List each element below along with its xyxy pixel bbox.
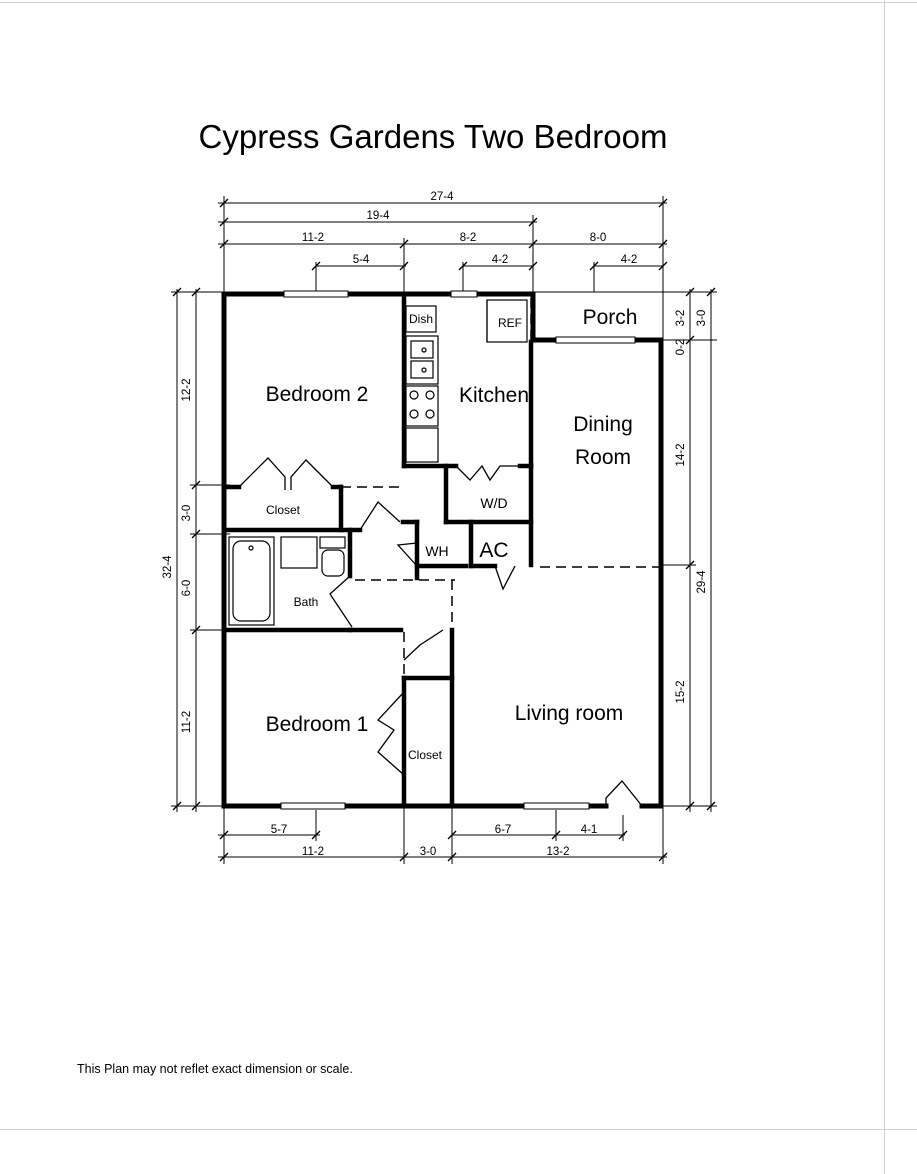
porch-outline bbox=[535, 291, 664, 340]
dim-right-dining: 14-2 bbox=[675, 443, 687, 466]
dim-bottom-closet: 3-0 bbox=[420, 846, 437, 858]
room-label-kitchen: Kitchen bbox=[459, 384, 529, 407]
dim-right-living: 15-2 bbox=[675, 680, 687, 703]
dim-bottom-living: 13-2 bbox=[546, 846, 569, 858]
dim-bottom-bedroom1: 11-2 bbox=[302, 846, 324, 858]
room-label-closet-top: Closet bbox=[266, 503, 301, 517]
dim-bottom-door: 4-1 bbox=[581, 824, 598, 836]
dim-top-overall: 27-4 bbox=[430, 191, 454, 203]
dim-top-bedroom2: 11-2 bbox=[302, 232, 324, 244]
scan-edge-bottom bbox=[0, 1129, 917, 1130]
dim-top-left-span: 19-4 bbox=[366, 210, 390, 222]
dim-right-porch: 3-2 bbox=[675, 310, 687, 327]
dim-bottom-window1: 5-7 bbox=[271, 824, 288, 836]
dim-top-window2: 4-2 bbox=[492, 254, 509, 266]
dim-right-overall: 29-4 bbox=[696, 570, 708, 594]
room-label-dining-line2: Room bbox=[575, 446, 631, 469]
room-label-bath: Bath bbox=[294, 595, 319, 609]
openings bbox=[341, 298, 661, 678]
dim-left-overall: 32-4 bbox=[162, 555, 174, 579]
dim-left-bath: 6-0 bbox=[181, 580, 193, 597]
door-swings bbox=[238, 457, 643, 807]
bath-fixtures bbox=[228, 536, 346, 626]
kitchen-fixtures bbox=[405, 299, 528, 463]
room-label-bedroom2: Bedroom 2 bbox=[266, 383, 369, 406]
dim-top-kitchen: 8-2 bbox=[460, 232, 477, 244]
dim-left-bedroom1: 11-2 bbox=[181, 711, 193, 733]
room-label-wh: WH bbox=[425, 543, 448, 559]
scan-edge-top bbox=[0, 2, 917, 3]
exterior-walls bbox=[221, 291, 664, 809]
windows bbox=[280, 290, 636, 810]
room-label-wd: W/D bbox=[480, 495, 507, 511]
dim-right-porch-outer: 3-0 bbox=[696, 310, 708, 327]
room-label-closet-bottom: Closet bbox=[408, 748, 443, 762]
dim-top-window3: 4-2 bbox=[621, 254, 638, 266]
room-label-porch: Porch bbox=[583, 306, 638, 329]
disclaimer-note: This Plan may not reflet exact dimension… bbox=[77, 1062, 353, 1076]
dimension-ticks bbox=[172, 198, 716, 862]
room-label-dining-line1: Dining bbox=[573, 413, 633, 436]
scan-edge-right bbox=[884, 0, 885, 1174]
dim-right-gap: 0-2 bbox=[675, 339, 687, 356]
room-label-ac: AC bbox=[479, 539, 508, 562]
dim-left-bedroom2: 12-2 bbox=[181, 378, 193, 401]
plan-title: Cypress Gardens Two Bedroom bbox=[198, 118, 668, 155]
interior-walls bbox=[221, 291, 534, 809]
dim-top-window1: 5-4 bbox=[353, 254, 370, 266]
room-label-bedroom1: Bedroom 1 bbox=[266, 713, 369, 736]
fixture-label-ref: REF bbox=[498, 316, 522, 330]
fixture-label-dish: Dish bbox=[409, 312, 433, 326]
dim-top-porch: 8-0 bbox=[590, 232, 607, 244]
room-label-living: Living room bbox=[515, 702, 624, 725]
dim-left-closet: 3-0 bbox=[181, 505, 193, 522]
dim-bottom-window2: 6-7 bbox=[495, 824, 512, 836]
